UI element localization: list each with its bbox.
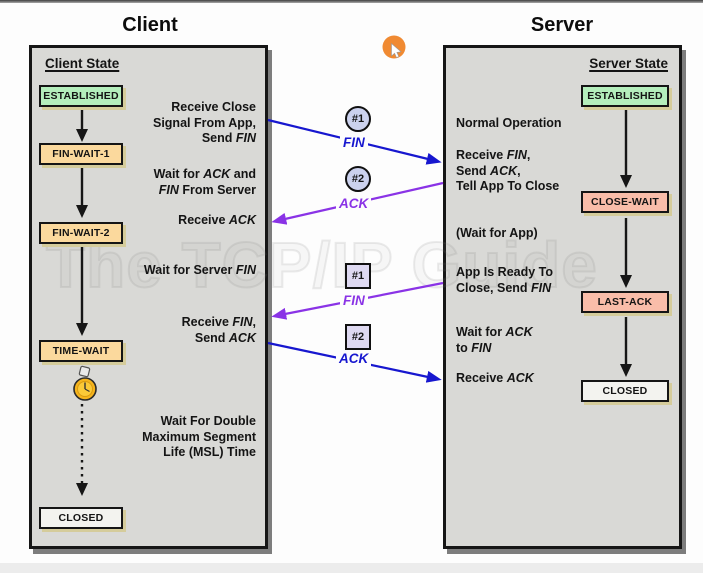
message-label-ack-2: ACK [336,196,372,211]
client-annotation-receive-ack: Receive ACK [178,213,256,227]
message-label-fin-1: FIN [340,135,368,150]
state-box-server-established: ESTABLISHED [581,85,669,107]
state-box-client-time-wait: TIME-WAIT [39,340,123,362]
state-box-server-last-ack: LAST-ACK [581,291,669,313]
message-label-ack-4: ACK [336,351,372,366]
state-box-server-closed: CLOSED [581,380,669,402]
state-box-client-closed: CLOSED [39,507,123,529]
server-annotation-wait-for-app: (Wait for App) [456,226,538,240]
message-chip-2-ack: #2 [345,166,371,192]
server-state-header: Server State [589,56,668,71]
state-box-server-close-wait: CLOSE-WAIT [581,191,669,213]
client-annotation-receive-fin: Receive FIN,Send ACK [181,315,256,345]
message-chip-2-ack-second: #2 [345,324,371,350]
cursor-highlight [382,35,406,59]
frame-top-edge [0,0,703,3]
client-state-header: Client State [45,56,120,71]
client-title: Client [122,14,178,36]
state-box-client-fin-wait-2: FIN-WAIT-2 [39,222,123,244]
client-panel [29,45,268,549]
server-annotation-receive-ack: Receive ACK [456,371,534,385]
server-annotation-receive-fin: Receive FIN,Send ACK,Tell App To Close [456,148,560,193]
server-title: Server [530,14,594,36]
frame-bottom-edge [0,563,703,573]
message-chip-1-fin-second: #1 [345,263,371,289]
server-annotation-normal-operation: Normal Operation [456,116,562,130]
state-box-client-established: ESTABLISHED [39,85,123,107]
state-box-client-fin-wait-1: FIN-WAIT-1 [39,143,123,165]
message-label-fin-3: FIN [340,293,368,308]
client-annotation-wait-server-fin: Wait for Server FIN [143,263,256,277]
message-chip-1-fin: #1 [345,106,371,132]
